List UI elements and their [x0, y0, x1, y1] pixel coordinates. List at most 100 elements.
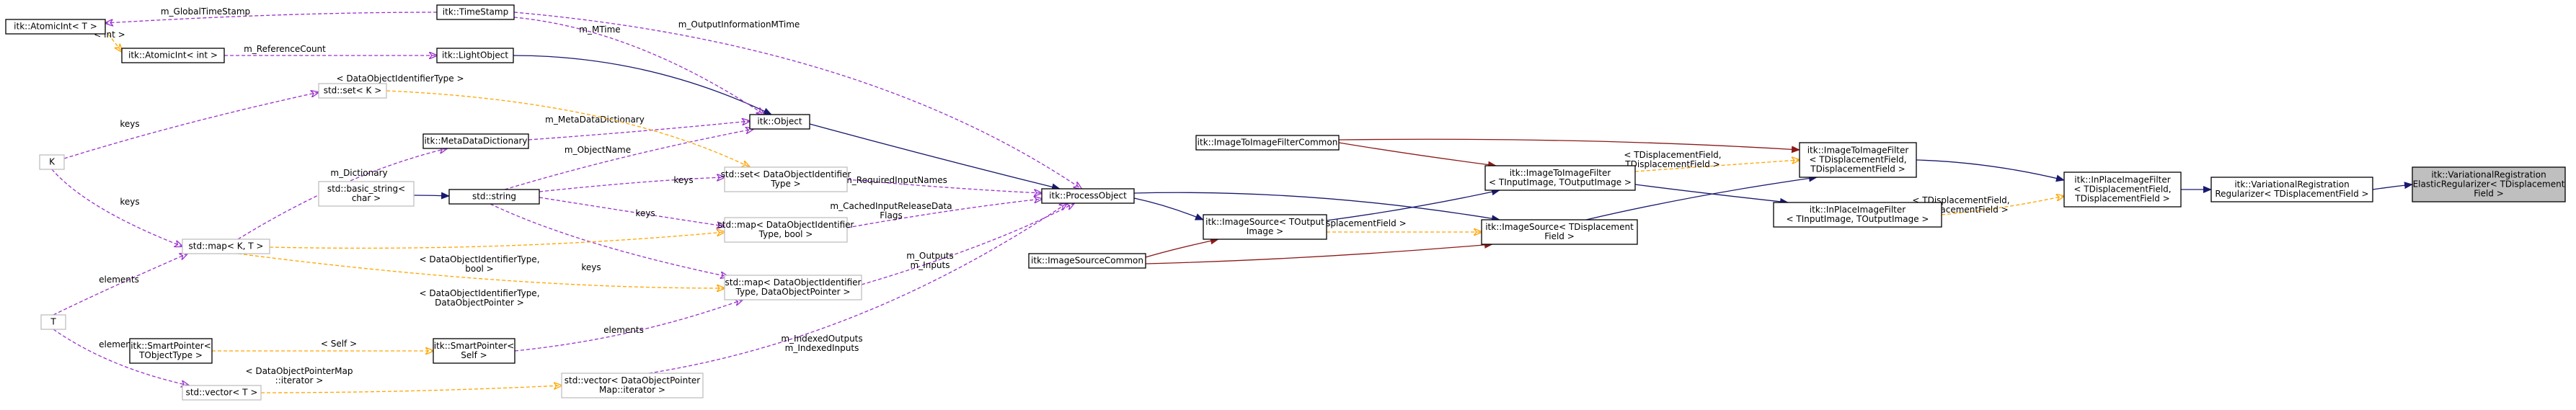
class-name: itk::InPlaceImageFilter< TInputImage, TO…: [1787, 205, 1929, 224]
class-name: std::string: [472, 192, 516, 202]
edge-label-line: m_Inputs: [910, 260, 950, 270]
class-node-set_K[interactable]: std::set< K >: [318, 83, 387, 99]
class-node-lightobject[interactable]: itk::LightObject: [436, 48, 514, 63]
class-name: std::basic_string<char >: [327, 184, 405, 203]
edges-layer: < int >m_ReferenceCountm_GlobalTimeStamp…: [51, 6, 2413, 393]
class-box: [1481, 219, 1638, 245]
edge-processobject-to-imagesource_TDisp: [1133, 192, 1500, 223]
class-name-line: Field >: [1544, 231, 1575, 241]
edge-line: [105, 12, 438, 23]
class-name-line: Image >: [1247, 226, 1283, 236]
class-name: itk::LightObject: [442, 50, 508, 61]
class-node-string[interactable]: std::string: [448, 189, 540, 205]
edge-label-line: DataObjectPointer >: [435, 298, 524, 308]
class-box: [39, 154, 65, 170]
class-box: [5, 19, 106, 35]
edge-line: [846, 199, 1042, 228]
class-node-i2ifilter_TDisp[interactable]: itk::ImageToImageFilter< TDisplacementFi…: [1799, 142, 1917, 178]
edge-line: [861, 203, 1074, 285]
edge-label-line: m_Outputs: [906, 251, 954, 261]
edge-map_K_T-to-metadatadict: m_Dictionary: [237, 148, 447, 240]
class-node-atomic_T[interactable]: itk::AtomicInt< T >: [5, 19, 106, 35]
class-node-object[interactable]: itk::Object: [749, 114, 810, 130]
edge-set_K-to-set_DOI: < DataObjectIdentifierType >: [336, 73, 750, 167]
class-box: [436, 4, 515, 20]
class-box: [1203, 214, 1327, 240]
edge-line: [513, 17, 764, 115]
class-node-i2ifilter_generic[interactable]: itk::ImageToImageFilter< TInputImage, TO…: [1484, 165, 1636, 191]
class-node-i2ifiltercommon[interactable]: itk::ImageToImageFilterCommon: [1195, 135, 1340, 151]
class-name: itk::AtomicInt< int >: [128, 50, 218, 61]
edge-line: [237, 253, 725, 288]
class-name-line: Type >: [770, 179, 800, 189]
class-node-inplace_generic[interactable]: itk::InPlaceImageFilter< TInputImage, TO…: [1773, 202, 1942, 228]
class-name-line: itk::ProcessObject: [1049, 191, 1127, 201]
class-box: [2063, 171, 2182, 208]
edge-timestamp-to-object: m_MTime: [513, 17, 764, 115]
class-box: [436, 48, 514, 63]
edge-K-to-map_K_T: keys: [51, 169, 182, 246]
class-name-line: std::map< DataObjectIdentifier: [725, 277, 862, 288]
edge-label: elements: [603, 325, 644, 335]
class-node-vector_T[interactable]: std::vector< T >: [182, 385, 262, 401]
class-name-line: itk::ImageSourceCommon: [1031, 256, 1143, 266]
class-node-basic_string[interactable]: std::basic_string<char >: [318, 181, 415, 207]
edge-label-line: elements: [603, 325, 644, 335]
class-box: [749, 114, 810, 130]
class-node-T[interactable]: T: [40, 314, 66, 330]
edge-K-to-set_K: keys: [63, 92, 319, 159]
class-name-line: itk::InPlaceImageFilter: [1810, 205, 1906, 215]
class-node-sp_Self[interactable]: itk::SmartPointer<Self >: [433, 338, 515, 364]
edge-label: keys: [635, 208, 655, 218]
class-name-line: itk::LightObject: [442, 50, 508, 61]
class-name-line: itk::TimeStamp: [443, 7, 508, 17]
class-node-timestamp[interactable]: itk::TimeStamp: [436, 4, 515, 20]
edge-label: keys: [120, 119, 139, 129]
class-box: [318, 181, 415, 207]
class-name: itk::InPlaceImageFilter< TDisplacementFi…: [2073, 175, 2171, 204]
class-name-line: < TInputImage, TOutputImage >: [1787, 214, 1929, 224]
class-node-processobject[interactable]: itk::ProcessObject: [1041, 188, 1135, 204]
class-node-map_K_T[interactable]: std::map< K, T >: [182, 239, 270, 254]
edge-label-line: keys: [120, 119, 139, 129]
class-name-line: TDisplacementField >: [1810, 164, 1905, 174]
edge-line: [1326, 188, 1500, 221]
class-name: itk::ImageToImageFilter< TDisplacementFi…: [1807, 146, 1909, 174]
class-node-atomic_int[interactable]: itk::AtomicInt< int >: [121, 48, 225, 63]
edge-label: elements: [99, 275, 139, 285]
class-node-metadatadict[interactable]: itk::MetaDataDictionary: [422, 133, 529, 149]
edge-label-line: < DataObjectIdentifierType,: [419, 254, 539, 264]
class-node-imagesourcecommon[interactable]: itk::ImageSourceCommon: [1028, 253, 1146, 269]
class-name: std::map< K, T >: [189, 241, 264, 251]
edge-label-line: m_IndexedInputs: [785, 343, 859, 353]
edge-label: < DataObjectIdentifierType,DataObjectPoi…: [419, 288, 539, 308]
edge-label-line: ::iterator >: [275, 375, 324, 386]
edge-label-line: m_Dictionary: [330, 168, 387, 178]
class-node-K[interactable]: K: [39, 154, 65, 170]
edge-label-line: < DataObjectPointerMap: [245, 366, 353, 376]
class-box: [724, 217, 848, 243]
edge-i2ifiltercommon-to-i2ifilter_TDisp: [1338, 138, 1800, 153]
class-name: K: [49, 157, 56, 167]
class-node-inplace_TDisp[interactable]: itk::InPlaceImageFilter< TDisplacementFi…: [2063, 171, 2182, 208]
edge-label: m_ObjectName: [565, 145, 631, 155]
edge-string-to-map_DOI_DOP: keys: [490, 203, 728, 277]
edge-label-line: < DataObjectIdentifierType >: [336, 73, 464, 84]
class-name: itk::AtomicInt< T >: [14, 22, 97, 32]
class-node-sp_TObjectType[interactable]: itk::SmartPointer<TObjectType >: [129, 338, 213, 364]
class-name-line: std::set< DataObjectIdentifier: [721, 169, 851, 179]
edge-label: < DataObjectIdentifierType >: [336, 73, 464, 84]
